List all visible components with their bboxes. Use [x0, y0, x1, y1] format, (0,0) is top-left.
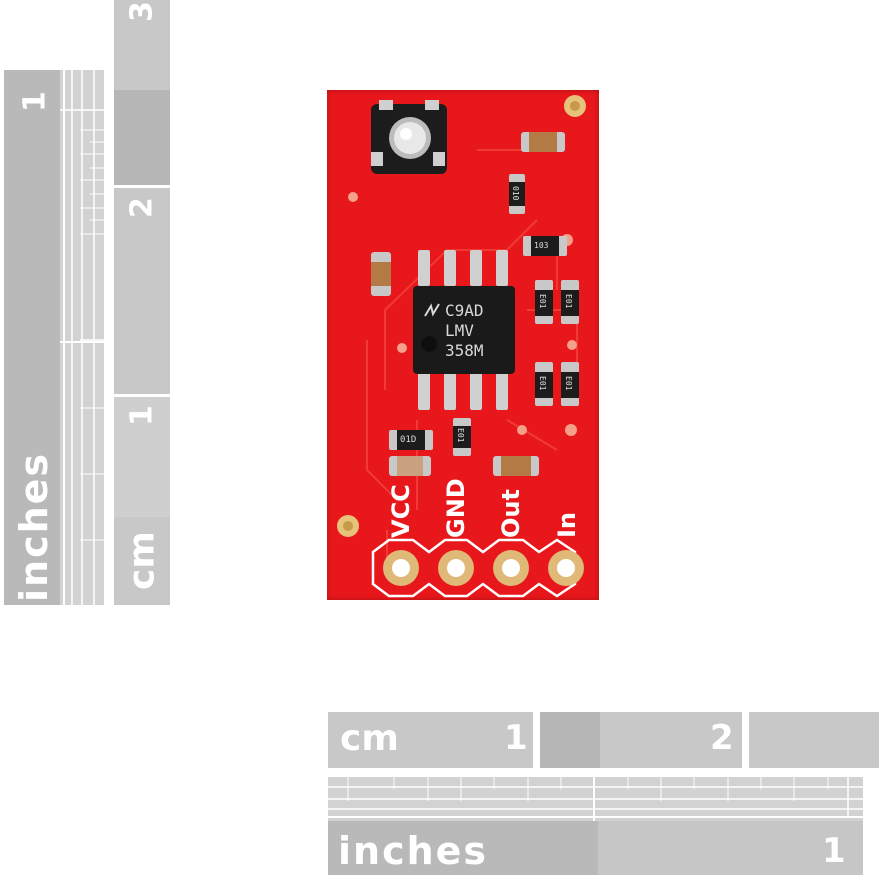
capacitor-top-right	[521, 132, 565, 152]
resistor-code-r3: E01	[538, 294, 547, 309]
resistor-code-r6: E01	[564, 376, 573, 391]
pin-label-in: In	[553, 511, 581, 538]
ic-marking-line3: 358M	[445, 341, 484, 360]
resistor-r6	[561, 362, 579, 406]
bottom-inches-unit-label: inches	[338, 829, 489, 873]
resistor-r7	[389, 430, 433, 450]
capacitor-bottom	[493, 456, 539, 476]
left-inches-unit-label: inches	[12, 451, 56, 602]
ic-marking-line1: C9AD	[445, 301, 484, 320]
pin-label-vcc: VCC	[387, 484, 415, 538]
resistor-code-r5: E01	[538, 376, 547, 391]
resistor-code-r1: 010	[511, 186, 520, 201]
resistor-r4	[561, 280, 579, 324]
pcb-board: C9AD LMV 358M 010 103 E01 E01 E01 E01 01…	[327, 90, 599, 600]
resistor-r2	[523, 236, 567, 256]
capacitor-bottom-left	[389, 456, 431, 476]
left-inches-ruler-graphic	[4, 70, 104, 605]
left-cm-number-1: 1	[124, 405, 160, 426]
resistor-r8	[453, 418, 471, 456]
bottom-cm-number-1: 1	[504, 718, 528, 758]
left-cm-ruler-graphic	[114, 0, 170, 605]
bottom-cm-ruler-graphic	[328, 712, 879, 768]
left-cm-number-2: 2	[124, 197, 160, 218]
resistor-code-r8: E01	[456, 428, 465, 443]
left-cm-unit-label: cm	[121, 531, 163, 590]
bottom-cm-number-2: 2	[710, 718, 734, 758]
bottom-cm-unit-label: cm	[340, 718, 399, 759]
bottom-inches-ruler: inches 1	[328, 777, 863, 875]
left-cm-number-3: 3	[124, 1, 160, 22]
left-inches-number-1: 1	[17, 91, 53, 112]
resistor-code-r7: 01D	[400, 435, 417, 445]
pin-label-gnd: GND	[442, 478, 470, 538]
ic-lmv358	[413, 286, 515, 374]
header-pads	[383, 550, 584, 586]
left-inches-ruler: 1 inches	[4, 70, 104, 605]
left-cm-ruler: 3 2 1 cm	[114, 0, 170, 605]
ic-marking-line2: LMV	[445, 321, 474, 340]
bottom-cm-ruler: cm 1 2	[328, 712, 879, 768]
resistor-r5	[535, 362, 553, 406]
bottom-inches-ruler-graphic	[328, 777, 863, 875]
capacitor-left	[371, 252, 391, 296]
potentiometer	[371, 100, 447, 174]
resistor-r1	[509, 174, 525, 214]
pin-label-out: Out	[497, 489, 525, 538]
bottom-inches-number-1: 1	[822, 831, 846, 871]
header-silkscreen	[371, 538, 577, 598]
resistor-code-r4: E01	[564, 294, 573, 309]
resistor-r3	[535, 280, 553, 324]
pcb-traces-graphic	[337, 95, 586, 598]
resistor-code-r2: 103	[534, 241, 549, 250]
ic-pins	[418, 250, 508, 410]
